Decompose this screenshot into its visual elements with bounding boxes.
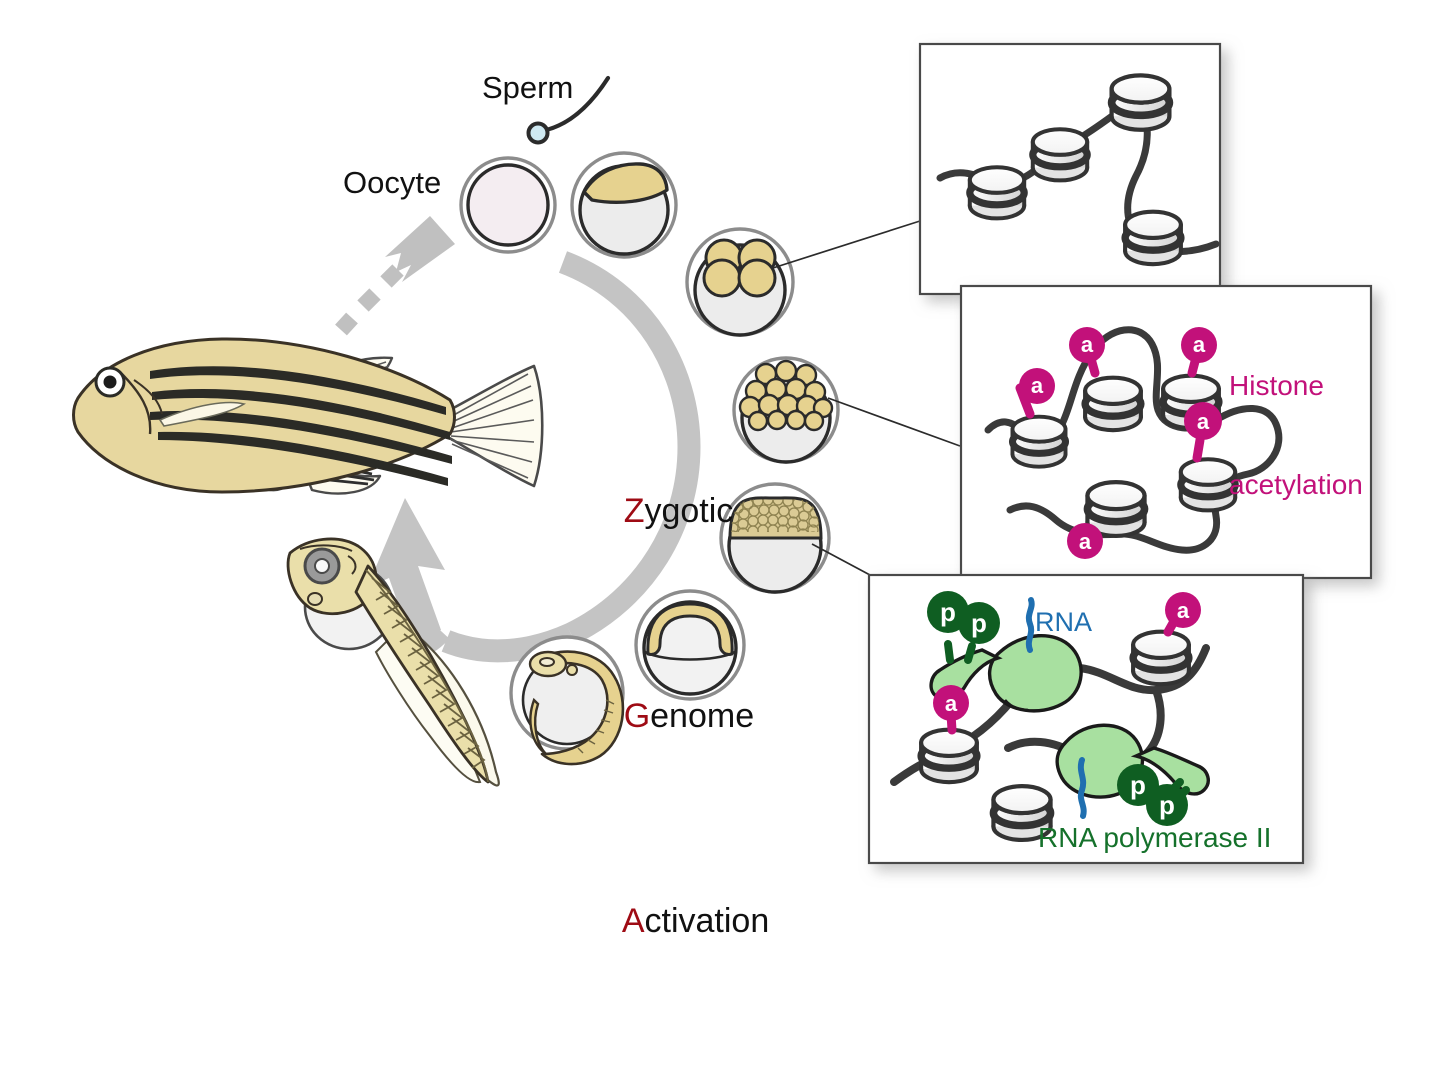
larva	[286, 537, 500, 787]
label-sperm: Sperm	[482, 70, 574, 105]
nucleosome-icon	[1085, 378, 1141, 430]
zga-rest-1: ygotic	[644, 492, 734, 530]
svg-text:a: a	[1079, 529, 1092, 554]
acetyl-mark-icon: a	[1181, 327, 1217, 378]
nucleosome-icon	[1012, 417, 1065, 467]
svg-text:a: a	[945, 691, 958, 716]
adult-zebrafish	[72, 337, 544, 495]
zga-accent-g: G	[623, 697, 651, 735]
dashed-arrow-head	[385, 216, 455, 282]
histone-line-2: acetylation	[1229, 469, 1363, 500]
figure-canvas: a a a a	[72, 42, 1373, 940]
zga-line-2: Genome	[567, 655, 769, 778]
svg-text:p: p	[1130, 770, 1146, 800]
label-rna: RNA	[1035, 607, 1093, 637]
label-oocyte: Oocyte	[343, 165, 442, 200]
zga-rest-3: ctivation	[644, 902, 770, 940]
acetyl-mark-icon: a	[1015, 368, 1055, 419]
svg-text:a: a	[1197, 409, 1210, 434]
svg-text:p: p	[940, 597, 956, 627]
connector-morula-to-acetylation	[827, 397, 961, 447]
nucleosome-icon	[970, 167, 1024, 218]
acetyl-mark-icon: a	[1163, 592, 1201, 637]
nucleosome-icon	[1133, 632, 1189, 684]
label-rna-polymerase: RNA polymerase II	[1038, 822, 1272, 853]
stage-four-cell	[685, 227, 795, 337]
acetyl-mark-icon: a	[933, 685, 969, 735]
svg-text:p: p	[971, 608, 987, 638]
acetyl-mark-icon: a	[1184, 402, 1222, 463]
panel-chromatin-content	[936, 75, 1220, 264]
stage-oocyte	[459, 156, 557, 254]
stage-blastula	[719, 482, 831, 594]
nucleosome-icon	[1125, 212, 1181, 264]
connector-four-cell-to-chromatin	[772, 220, 921, 269]
nucleosome-icon	[921, 730, 977, 782]
svg-text:a: a	[1081, 332, 1094, 357]
svg-text:a: a	[1193, 332, 1206, 357]
phospho-mark-icon: p	[958, 602, 1000, 664]
svg-text:p: p	[1159, 790, 1175, 820]
diagram-svg: a a a a	[72, 42, 1373, 865]
histone-line-1: Histone	[1229, 370, 1324, 401]
rna-strand-icon	[1077, 757, 1087, 819]
stage-zygote-one-cell	[570, 151, 678, 259]
zga-accent-z: Z	[623, 492, 645, 530]
panel-histone-acetylation-content: a a a a	[984, 326, 1283, 559]
zga-line-1: Zygotic	[567, 450, 769, 573]
stage-morula	[732, 356, 840, 464]
nucleosome-icon	[1181, 459, 1235, 510]
svg-text:a: a	[1177, 598, 1190, 623]
nucleosome-icon	[1112, 75, 1170, 129]
zga-rest-2: enome	[650, 697, 755, 735]
phospho-mark-icon: p	[1146, 784, 1190, 826]
label-histone-acetylation: Histone acetylation	[1229, 303, 1363, 567]
acetyl-mark-icon: a	[1069, 327, 1105, 378]
sperm	[526, 75, 611, 145]
rna-strand-icon	[1025, 597, 1035, 653]
acetyl-mark-icon: a	[1067, 523, 1103, 559]
zga-line-3: Activation	[567, 860, 769, 983]
stage-gastrula	[634, 589, 746, 701]
connector-blastula-to-polymerase	[811, 543, 871, 576]
acetyl-group: a a a a	[1015, 327, 1222, 559]
svg-text:a: a	[1031, 373, 1044, 398]
stage-segmentation-embryo	[509, 635, 625, 766]
panel-rna-polymerase-content: a a p p p	[890, 591, 1210, 840]
zga-accent-a: A	[621, 902, 645, 940]
nucleosome-icon	[1033, 129, 1087, 180]
page-title: Zygotic Genome Activation	[567, 368, 769, 1065]
